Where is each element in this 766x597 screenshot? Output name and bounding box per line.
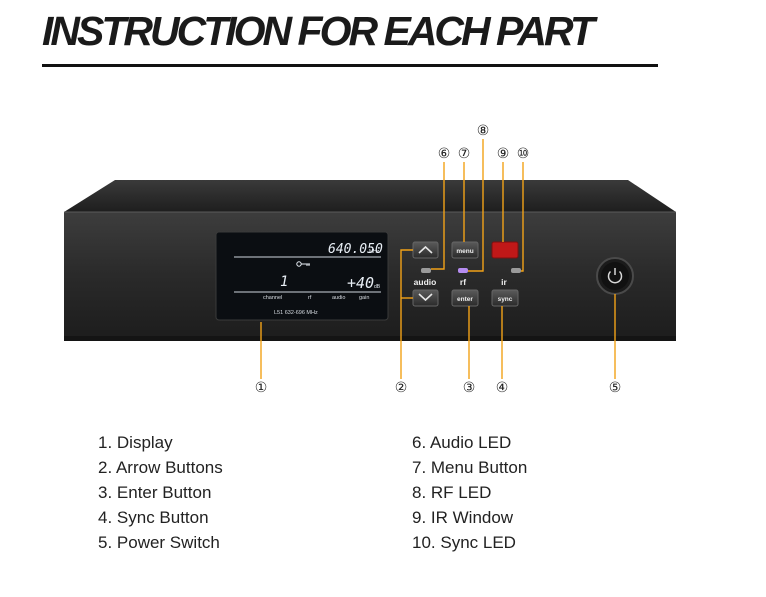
arrow-down-button[interactable]	[412, 289, 439, 307]
key-lock-icon	[296, 261, 310, 267]
callout-line-2	[400, 249, 413, 379]
page-title: INSTRUCTION FOR EACH PART	[42, 8, 595, 54]
power-icon	[607, 268, 623, 284]
legend-item-menu-button: 7. Menu Button	[412, 458, 528, 477]
ir-label: ir	[501, 277, 507, 287]
callout-10: ⑩	[517, 146, 530, 162]
arrow-up-button[interactable]	[412, 241, 439, 259]
callout-6: ⑥	[438, 146, 451, 162]
lcd-display: 640.050 MHz 1 +40 dB channel rf audio ga…	[215, 231, 389, 321]
callout-7: ⑦	[458, 146, 471, 162]
rf-led	[458, 268, 468, 273]
callout-1: ①	[255, 380, 268, 396]
legend-item-ir-window: 9. IR Window	[412, 508, 514, 527]
callout-line-8	[468, 139, 484, 272]
title-underline	[42, 64, 658, 67]
power-switch[interactable]	[596, 257, 634, 295]
menu-button[interactable]: menu	[451, 241, 479, 259]
display-label-audio: audio	[332, 295, 345, 301]
callout-3: ③	[463, 380, 476, 396]
legend-item-arrow-buttons: 2. Arrow Buttons	[98, 458, 223, 477]
display-model: L51 632-696 MHz	[274, 310, 318, 316]
legend-item-rf-led: 8. RF LED	[412, 483, 492, 502]
legend-right: 6. Audio LED 7. Menu Button 8. RF LED 9.…	[412, 430, 527, 555]
display-gain-unit: dB	[374, 284, 381, 290]
enter-button[interactable]: enter	[451, 289, 479, 307]
legend-item-display: 1. Display	[98, 433, 173, 452]
display-channel-value: 1	[280, 274, 288, 290]
rf-led-label: rf	[460, 277, 466, 287]
display-label-rf: rf	[308, 295, 312, 301]
menu-button-label: menu	[456, 248, 473, 255]
display-label-gain: gain	[359, 295, 369, 301]
legend-item-sync-button: 4. Sync Button	[98, 508, 209, 527]
sync-button[interactable]: sync	[491, 289, 519, 307]
callout-4: ④	[496, 380, 509, 396]
display-frequency: 640.050	[328, 242, 383, 257]
legend-item-power-switch: 5. Power Switch	[98, 533, 220, 552]
callout-8: ⑧	[477, 123, 490, 139]
display-gain-value: +40	[347, 274, 374, 292]
enter-button-label: enter	[457, 296, 473, 303]
legend-left: 1. Display 2. Arrow Buttons 3. Enter But…	[98, 430, 223, 555]
callout-line-6	[431, 162, 445, 270]
legend-item-enter-button: 3. Enter Button	[98, 483, 212, 502]
ir-window	[491, 241, 519, 259]
sync-led	[511, 268, 521, 273]
display-label-channel: channel	[263, 295, 282, 301]
callout-5: ⑤	[609, 380, 622, 396]
audio-led-label: audio	[414, 277, 437, 287]
callout-lines	[260, 139, 616, 379]
callout-2: ②	[395, 380, 408, 396]
display-frequency-unit: MHz	[369, 249, 380, 255]
chevron-up-icon	[418, 245, 433, 254]
chevron-down-icon	[418, 293, 433, 302]
legend-item-audio-led: 6. Audio LED	[412, 433, 512, 452]
sync-button-label: sync	[498, 296, 513, 303]
legend-item-sync-led: 10. Sync LED	[412, 533, 516, 552]
callout-9: ⑨	[497, 146, 510, 162]
chassis-top	[64, 180, 676, 212]
audio-led	[421, 268, 431, 273]
callout-line-10	[521, 162, 524, 272]
